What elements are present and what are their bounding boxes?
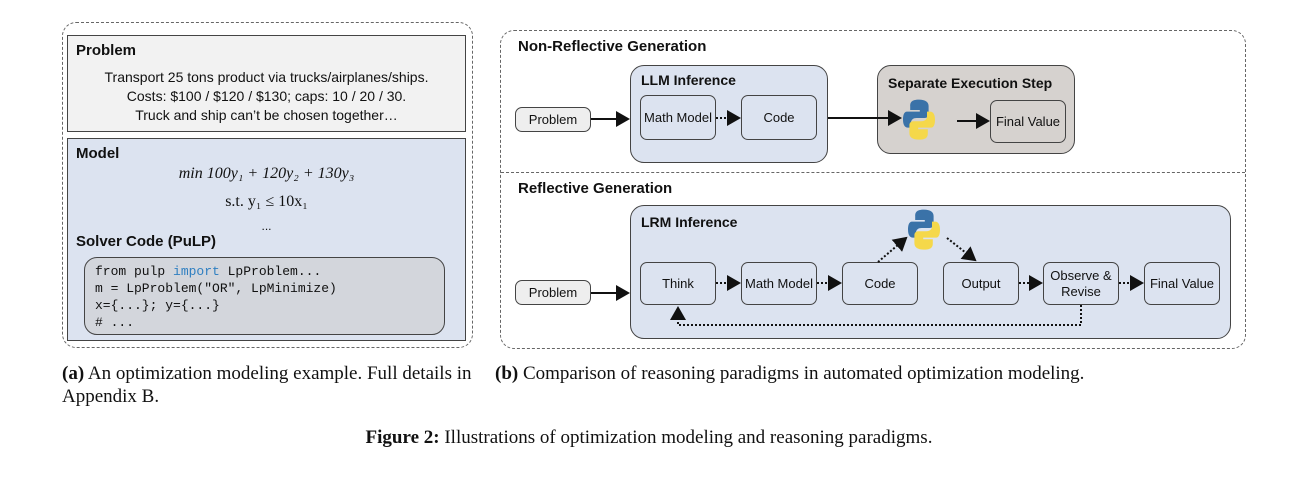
reflective-title: Reflective Generation xyxy=(518,180,673,197)
python-icon xyxy=(903,99,935,140)
caption-a: (a) An optimization modeling example. Fu… xyxy=(62,363,472,407)
model-section: Model min 100y₁ + 120y₂ + 130y₃ s.t. y₁ … xyxy=(67,138,466,341)
caption-b: (b) Comparison of reasoning paradigms in… xyxy=(495,363,1085,384)
solver-code-title: Solver Code (PuLP) xyxy=(76,233,217,250)
code-box: Code xyxy=(741,95,817,140)
figure-caption: Figure 2: Illustrations of optimization … xyxy=(365,427,933,448)
llm-inference-title: LLM Inference xyxy=(641,72,736,88)
arrow xyxy=(946,237,977,262)
final-value-box: Final Value xyxy=(990,100,1066,143)
think-box: Think xyxy=(640,262,716,305)
code-box: Code xyxy=(842,262,918,305)
model-title: Model xyxy=(76,145,120,162)
lrm-inference-title: LRM Inference xyxy=(641,214,738,230)
code-line: x={...}; y={...} xyxy=(95,298,220,313)
panel-b-frame xyxy=(500,30,1246,349)
separate-execution-title: Separate Execution Step xyxy=(888,75,1053,91)
math-model-box: Math Model xyxy=(640,95,716,140)
model-ellipsis: ... xyxy=(261,219,272,233)
problem-title: Problem xyxy=(76,42,137,59)
code-line: # ... xyxy=(95,315,135,330)
panel-b-divider xyxy=(501,172,1245,173)
problem-box: Problem xyxy=(515,107,591,132)
problem-line: Transport 25 tons product via trucks/air… xyxy=(104,69,429,85)
observe-revise-box: Observe & Revise xyxy=(1043,262,1119,305)
output-box: Output xyxy=(943,262,1019,305)
problem-section: Problem Transport 25 tons product via tr… xyxy=(67,35,466,132)
feedback-arrow xyxy=(670,305,1082,326)
problem-line: Costs: $100 / $120 / $130; caps: 10 / 20… xyxy=(126,88,407,104)
final-value-box: Final Value xyxy=(1144,262,1220,305)
python-icon xyxy=(908,209,940,250)
math-model-box: Math Model xyxy=(741,262,817,305)
non-reflective-title: Non-Reflective Generation xyxy=(518,38,707,55)
objective: min 100y₁ + 120y₂ + 130y₃ xyxy=(178,165,355,182)
code-line: from pulp import LpProblem... xyxy=(95,264,322,279)
problem-box: Problem xyxy=(515,280,591,305)
arrow xyxy=(877,236,908,263)
problem-line: Truck and ship can’t be chosen together… xyxy=(135,107,398,123)
constraint: s.t. y₁ ≤ 10x₁ xyxy=(225,193,308,210)
problem-text: Transport 25 tons product via trucks/air… xyxy=(68,68,465,125)
panel-a-frame xyxy=(62,22,473,348)
code-block: from pulp import LpProblem... m = LpProb… xyxy=(84,257,445,335)
code-line: m = LpProblem("OR", LpMinimize) xyxy=(95,281,337,296)
